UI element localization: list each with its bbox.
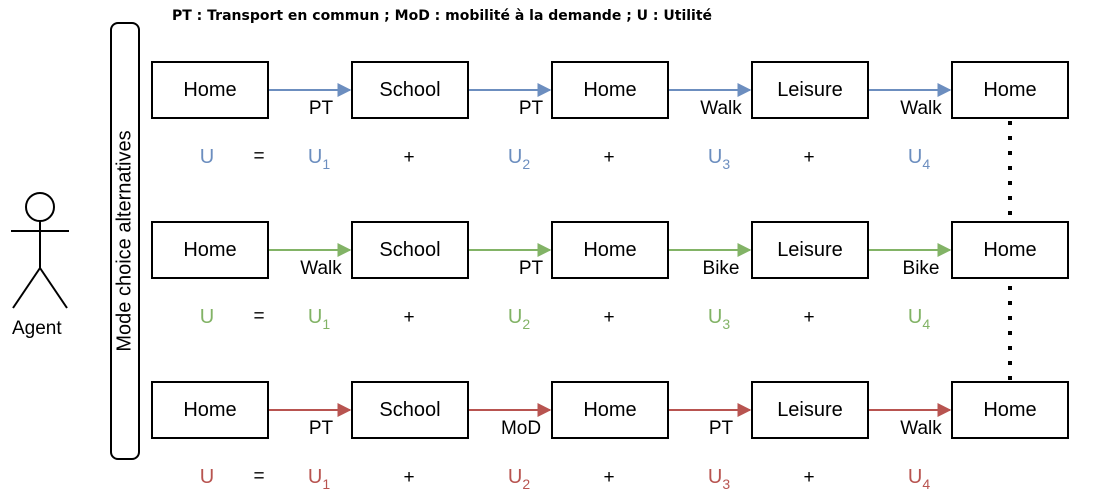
utility-term-r1-4: U4	[908, 146, 930, 172]
activity-box-r1-5: Home	[951, 61, 1069, 119]
mode-label-r2-1: Walk	[300, 258, 342, 279]
mode-label-r1-3: Walk	[700, 98, 742, 119]
equals-sign-r1: =	[253, 146, 265, 167]
utility-term-subscript: 2	[522, 316, 531, 332]
mode-label-r3-2: MoD	[500, 418, 542, 439]
utility-term-base: U	[307, 466, 323, 488]
mode-label-r1-1: PT	[308, 98, 334, 119]
utility-term-r2-4: U4	[908, 306, 930, 332]
utility-term-subscript: 1	[322, 476, 331, 492]
activity-box-r2-2: School	[351, 221, 469, 279]
utility-term-subscript: 3	[722, 316, 731, 332]
utility-term-base: U	[507, 146, 523, 168]
utility-term-subscript: 3	[722, 156, 731, 172]
mode-label-r3-1: PT	[308, 418, 334, 439]
activity-box-r2-4: Leisure	[751, 221, 869, 279]
utility-term-base: U	[707, 306, 723, 328]
plus-sign-r1-1: +	[403, 147, 415, 168]
mode-label-r2-4: Bike	[902, 258, 940, 279]
utility-total-r1: U	[199, 146, 215, 168]
activity-box-r2-1: Home	[151, 221, 269, 279]
activity-box-r1-4: Leisure	[751, 61, 869, 119]
mode-label-r3-4: Walk	[900, 418, 942, 439]
activity-box-r1-2: School	[351, 61, 469, 119]
activity-box-r3-1: Home	[151, 381, 269, 439]
activity-box-r3-2: School	[351, 381, 469, 439]
utility-term-base: U	[707, 466, 723, 488]
plus-sign-r2-2: +	[603, 307, 615, 328]
utility-term-subscript: 1	[322, 156, 331, 172]
utility-term-base: U	[907, 466, 923, 488]
utility-term-r3-4: U4	[908, 466, 930, 492]
plus-sign-r3-3: +	[803, 467, 815, 488]
mode-label-r2-3: Bike	[702, 258, 740, 279]
utility-term-r1-3: U3	[708, 146, 730, 172]
activity-box-r3-4: Leisure	[751, 381, 869, 439]
equals-sign-r2: =	[253, 306, 265, 327]
equals-sign-r3: =	[253, 466, 265, 487]
utility-term-subscript: 4	[922, 156, 931, 172]
utility-term-subscript: 1	[322, 316, 331, 332]
plus-sign-r1-2: +	[603, 147, 615, 168]
utility-term-r3-1: U1	[308, 466, 330, 492]
utility-term-base: U	[507, 306, 523, 328]
utility-term-base: U	[307, 146, 323, 168]
activity-box-r3-5: Home	[951, 381, 1069, 439]
utility-term-base: U	[907, 306, 923, 328]
utility-total-r2: U	[199, 306, 215, 328]
legend-text: PT : Transport en commun ; MoD : mobilit…	[172, 8, 713, 24]
mode-label-r2-2: PT	[518, 258, 544, 279]
agent-leg-left	[12, 267, 41, 309]
agent-head	[25, 192, 55, 222]
mode-label-r3-3: PT	[708, 418, 734, 439]
mode-choice-label: Mode choice alternatives	[113, 130, 136, 352]
utility-term-subscript: 4	[922, 316, 931, 332]
utility-term-subscript: 3	[722, 476, 731, 492]
agent-icon	[11, 192, 69, 309]
agent-leg-right	[39, 267, 68, 309]
utility-term-base: U	[707, 146, 723, 168]
plus-sign-r1-3: +	[803, 147, 815, 168]
utility-term-base: U	[907, 146, 923, 168]
utility-term-r3-3: U3	[708, 466, 730, 492]
utility-term-r1-1: U1	[308, 146, 330, 172]
utility-term-r1-2: U2	[508, 146, 530, 172]
arrow-layer	[269, 83, 952, 417]
utility-term-base: U	[307, 306, 323, 328]
plus-sign-r3-1: +	[403, 467, 415, 488]
utility-term-base: U	[507, 466, 523, 488]
utility-term-subscript: 4	[922, 476, 931, 492]
utility-term-r2-1: U1	[308, 306, 330, 332]
activity-box-r1-3: Home	[551, 61, 669, 119]
mode-label-r1-4: Walk	[900, 98, 942, 119]
utility-term-r2-3: U3	[708, 306, 730, 332]
utility-total-r3: U	[199, 466, 215, 488]
utility-term-subscript: 2	[522, 156, 531, 172]
activity-box-r2-5: Home	[951, 221, 1069, 279]
utility-term-subscript: 2	[522, 476, 531, 492]
mode-choice-panel	[110, 22, 140, 460]
mode-label-r1-2: PT	[518, 98, 544, 119]
plus-sign-r2-1: +	[403, 307, 415, 328]
plus-sign-r2-3: +	[803, 307, 815, 328]
activity-box-r3-3: Home	[551, 381, 669, 439]
agent-label: Agent	[12, 318, 62, 339]
utility-term-r3-2: U2	[508, 466, 530, 492]
activity-box-r2-3: Home	[551, 221, 669, 279]
plus-sign-r3-2: +	[603, 467, 615, 488]
utility-term-r2-2: U2	[508, 306, 530, 332]
activity-box-r1-1: Home	[151, 61, 269, 119]
